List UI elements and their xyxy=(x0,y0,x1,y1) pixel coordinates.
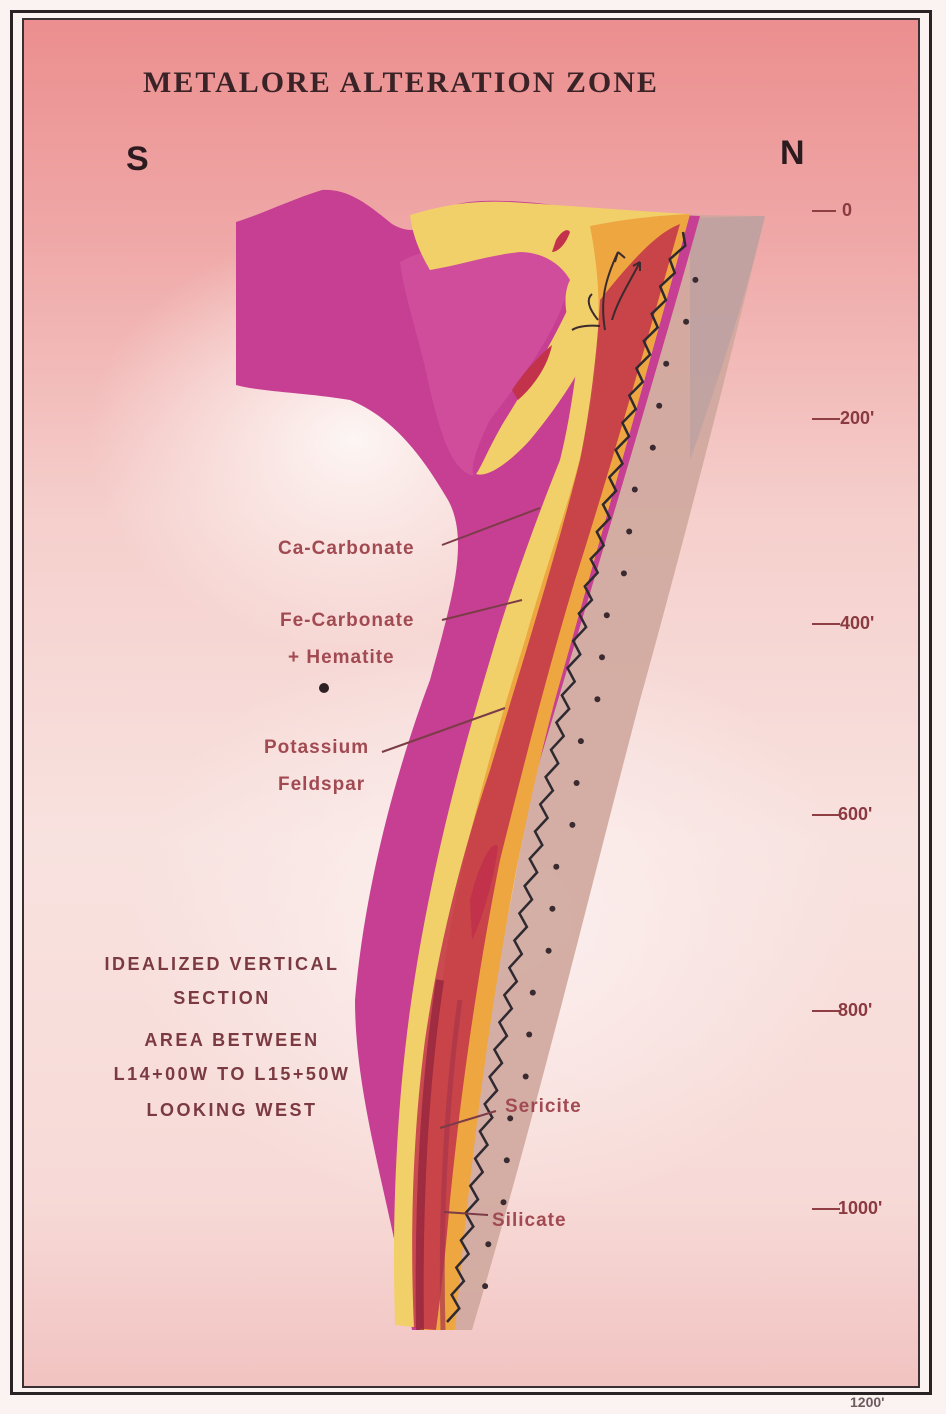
sericite-dot xyxy=(549,906,555,912)
sericite-dot xyxy=(604,612,610,618)
north-compass-label: N xyxy=(780,134,805,173)
potassium-label: Potassium xyxy=(264,737,369,759)
silicate-label: Silicate xyxy=(492,1210,567,1232)
sericite-dot xyxy=(626,529,632,535)
depth-tick-line xyxy=(812,623,840,625)
sericite-dot xyxy=(546,948,552,954)
sericite-dot xyxy=(650,445,656,451)
sericite-dot xyxy=(656,403,662,409)
fe-carbonate-label: Fe-Carbonate xyxy=(280,610,414,632)
depth-tick-label: 1000' xyxy=(838,1198,882,1219)
feldspar-label: Feldspar xyxy=(278,774,365,796)
sericite-dot xyxy=(504,1157,510,1163)
sericite-dot xyxy=(578,738,584,744)
sericite-dot xyxy=(594,696,600,702)
sericite-dot xyxy=(663,361,669,367)
stray-dot xyxy=(319,683,329,693)
depth-tick-label: 0 xyxy=(842,200,852,221)
sericite-dot xyxy=(683,319,689,325)
hematite-label: + Hematite xyxy=(288,647,395,669)
grey-halo-upper xyxy=(690,216,765,460)
depth-tick-label: 200' xyxy=(840,408,874,429)
south-compass-label: S xyxy=(126,140,149,179)
sericite-dot xyxy=(599,654,605,660)
sericite-dot xyxy=(523,1074,529,1080)
depth-tick-label: 1200' xyxy=(850,1394,884,1410)
caption-line-1: IDEALIZED VERTICAL xyxy=(72,954,372,975)
sericite-dot xyxy=(482,1283,488,1289)
sericite-dot xyxy=(553,864,559,870)
sericite-dot xyxy=(621,570,627,576)
sericite-dot xyxy=(692,277,698,283)
sericite-label: Sericite xyxy=(505,1096,582,1118)
sericite-dot xyxy=(569,822,575,828)
ca-carbonate-label: Ca-Carbonate xyxy=(278,538,415,560)
caption-line-5: LOOKING WEST xyxy=(82,1100,382,1121)
sericite-dot xyxy=(574,780,580,786)
depth-tick-line xyxy=(812,418,840,420)
depth-tick-label: 800' xyxy=(838,1000,872,1021)
depth-tick-line xyxy=(812,1208,840,1210)
diagram-title: METALORE ALTERATION ZONE xyxy=(143,66,659,100)
sericite-dot xyxy=(526,1032,532,1038)
sericite-dot xyxy=(530,990,536,996)
sericite-dot xyxy=(485,1241,491,1247)
depth-tick-label: 600' xyxy=(838,804,872,825)
depth-tick-label: 400' xyxy=(840,613,874,634)
depth-tick-line xyxy=(812,814,840,816)
depth-tick-line xyxy=(812,210,836,212)
sericite-dot xyxy=(632,487,638,493)
depth-tick-line xyxy=(812,1010,840,1012)
sericite-dot xyxy=(501,1199,507,1205)
caption-line-2: SECTION xyxy=(72,988,372,1009)
caption-line-3: AREA BETWEEN xyxy=(82,1030,382,1051)
caption-line-4: L14+00W TO L15+50W xyxy=(82,1064,382,1085)
